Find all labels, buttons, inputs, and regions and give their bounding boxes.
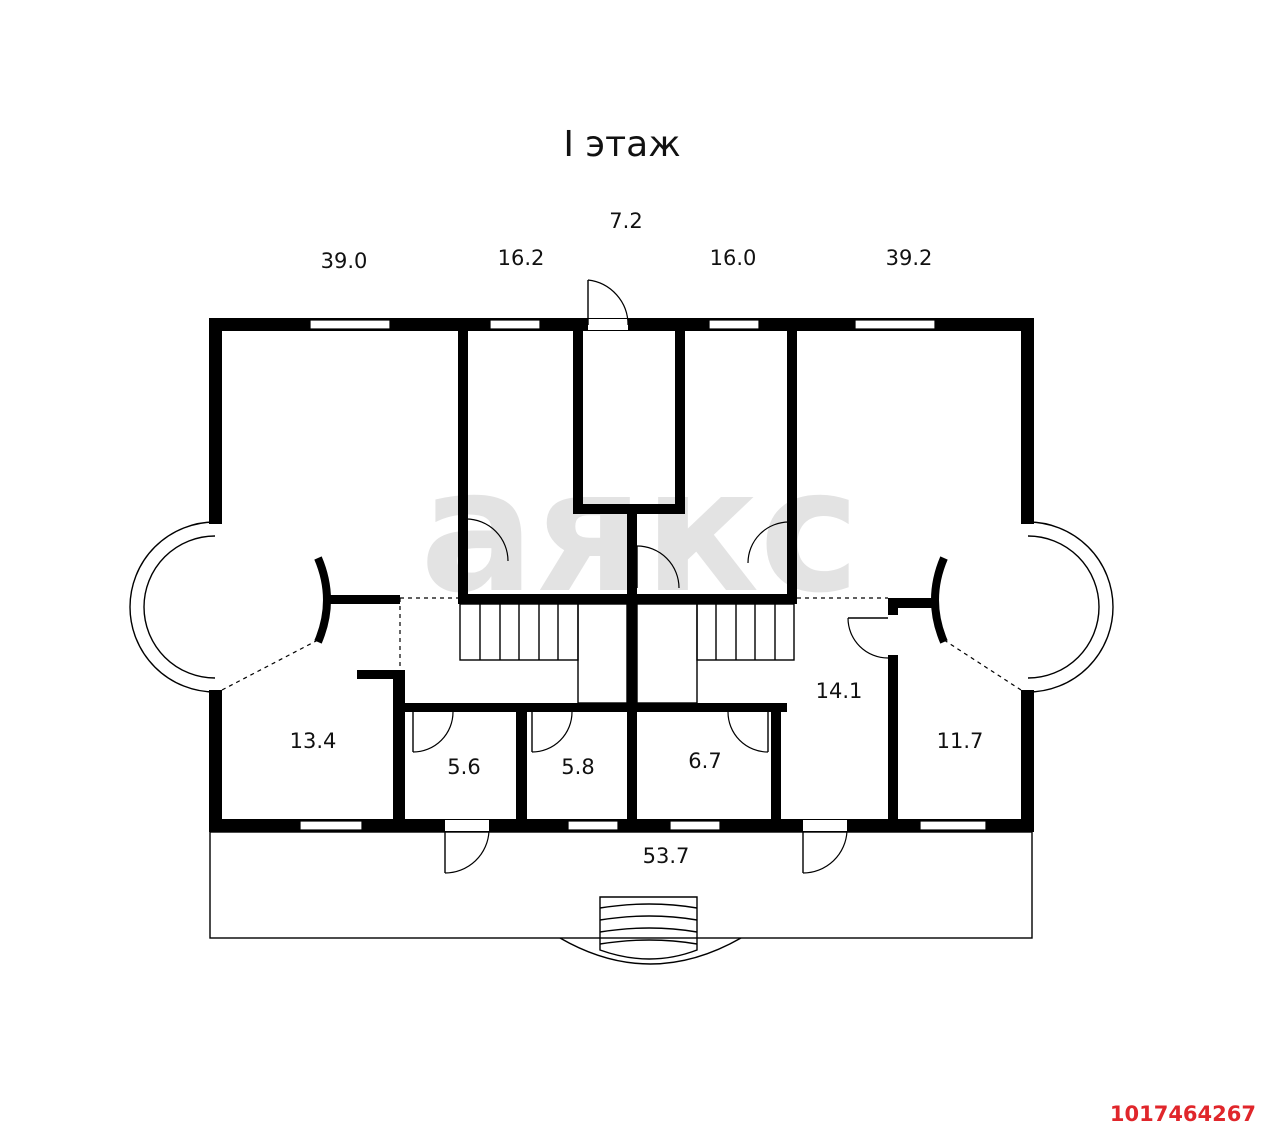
room-area-label: 6.7 bbox=[688, 749, 721, 773]
room-area-label: 5.6 bbox=[447, 755, 480, 779]
room-area-label: 7.2 bbox=[609, 209, 642, 233]
room-area-label: 13.4 bbox=[290, 729, 337, 753]
room-area-label: 5.8 bbox=[561, 755, 594, 779]
floor-title: I этаж bbox=[563, 124, 680, 165]
bay-windows bbox=[129, 521, 1114, 693]
staircases bbox=[459, 603, 795, 704]
room-area-label: 39.2 bbox=[886, 246, 933, 270]
doors bbox=[412, 279, 889, 874]
room-labels: 39.0 16.2 7.2 16.0 39.2 13.4 5.6 5.8 6.7… bbox=[290, 209, 984, 868]
interior-walls bbox=[314, 330, 948, 832]
room-area-label: 14.1 bbox=[816, 679, 863, 703]
listing-id: 1017464267 bbox=[1110, 1102, 1256, 1126]
zone-boundaries bbox=[221, 597, 1022, 691]
room-area-label: 53.7 bbox=[643, 844, 690, 868]
room-area-label: 11.7 bbox=[937, 729, 984, 753]
room-area-label: 39.0 bbox=[321, 249, 368, 273]
windows bbox=[299, 319, 987, 831]
room-area-label: 16.0 bbox=[710, 246, 757, 270]
terrace bbox=[209, 831, 1033, 965]
room-area-label: 16.2 bbox=[498, 246, 545, 270]
